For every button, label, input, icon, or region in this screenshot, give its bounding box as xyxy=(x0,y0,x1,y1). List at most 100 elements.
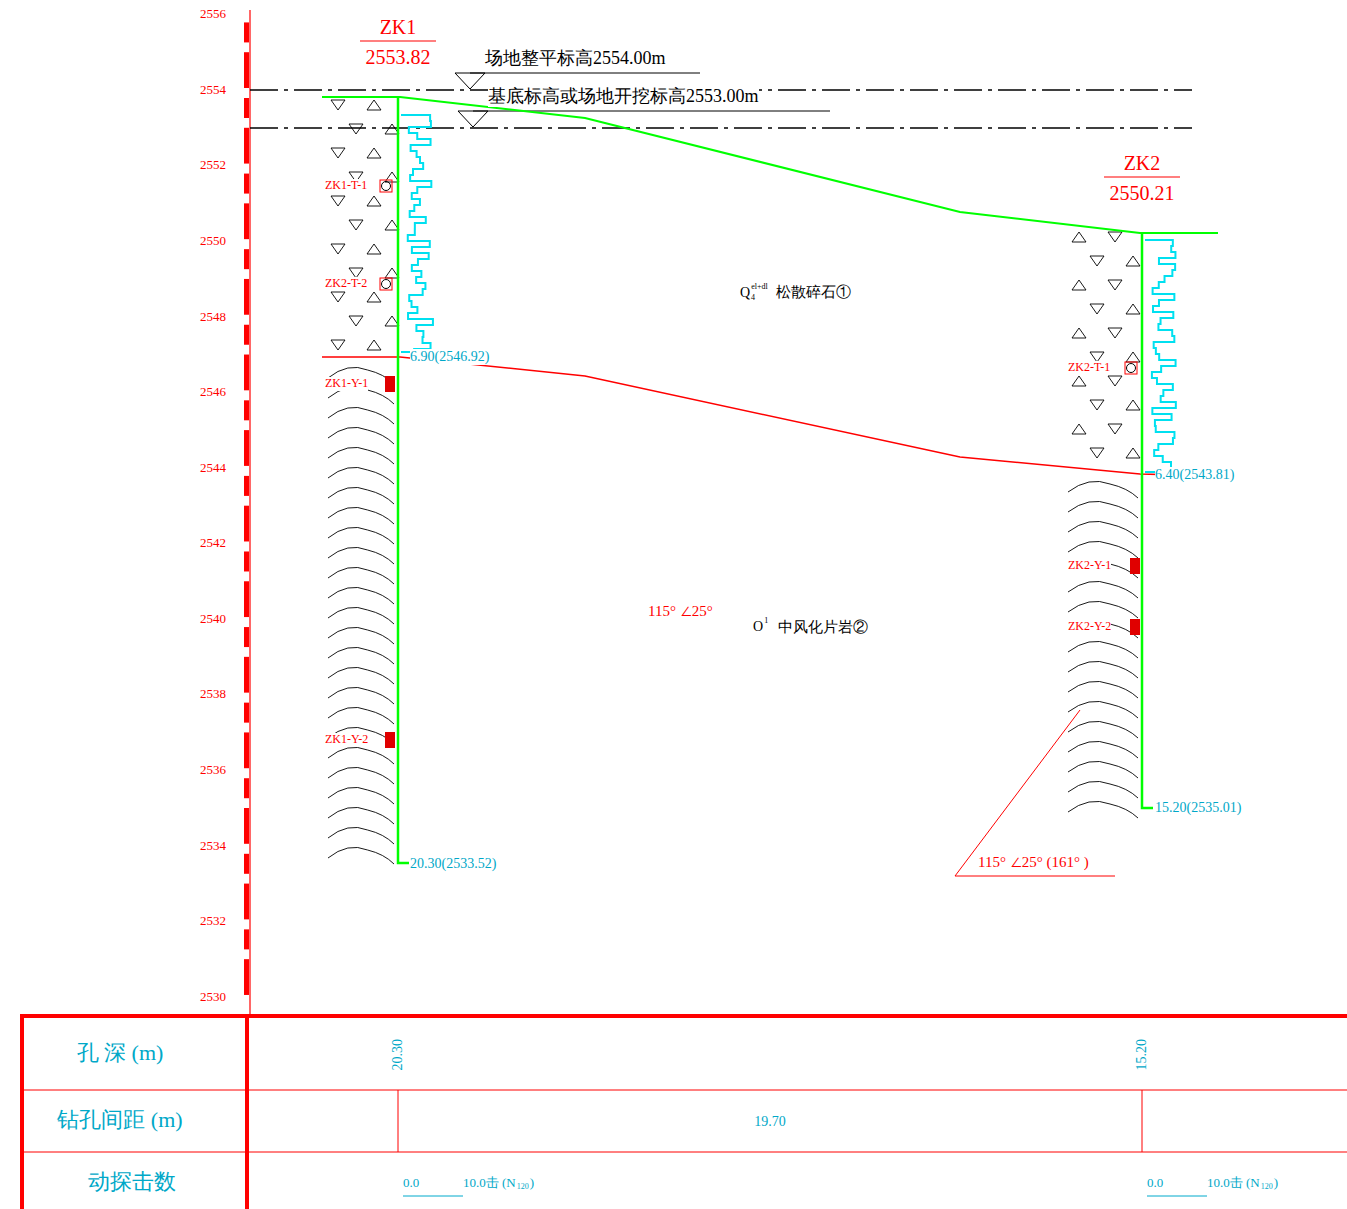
axis-bar xyxy=(244,174,249,194)
sample-id: ZK1-Y-1 xyxy=(325,377,368,390)
elevation-tick: 2556 xyxy=(200,7,226,21)
sample-id: ZK1-Y-2 xyxy=(325,733,368,746)
schist-symbol xyxy=(1068,641,1138,658)
elevation-tick: 2542 xyxy=(200,536,226,550)
scale-bar xyxy=(403,1196,463,1197)
lithology-column xyxy=(328,100,1140,864)
table-rule xyxy=(22,1152,1347,1153)
schist-symbol xyxy=(1068,541,1138,558)
scale-bar xyxy=(1147,1196,1207,1197)
borehole-zk1 xyxy=(398,97,409,863)
axis-bar xyxy=(244,506,249,542)
gravel-symbol xyxy=(367,340,381,350)
schist-symbol xyxy=(328,547,394,564)
axis-bar xyxy=(244,430,249,466)
gravel-symbol xyxy=(1108,424,1122,434)
stratum-code: O xyxy=(753,619,763,634)
schist-symbol xyxy=(328,747,394,764)
schist-symbol xyxy=(1068,661,1138,678)
ground-line xyxy=(322,97,1218,233)
schist-symbol xyxy=(328,407,394,424)
schist-symbol xyxy=(328,587,394,604)
depth-note: 15.20(2535.01) xyxy=(1155,800,1241,815)
elevation-axis xyxy=(244,22,249,995)
header-rule xyxy=(1104,176,1180,177)
layer-boundary xyxy=(322,357,1218,476)
sample-marker xyxy=(380,180,392,192)
scale-label: 0.0 xyxy=(1147,1176,1163,1190)
excavation-level-line xyxy=(250,127,1192,129)
elevation-tick: 2534 xyxy=(200,839,226,853)
schist-symbol xyxy=(328,667,394,684)
elevation-tick: 2544 xyxy=(200,461,226,475)
schist-symbol xyxy=(328,627,394,644)
gravel-symbol xyxy=(1072,328,1086,338)
depth-note: 6.90(2546.92) xyxy=(410,349,489,364)
gravel-symbol xyxy=(1090,256,1104,266)
axis-bar xyxy=(244,98,249,118)
schist-symbol xyxy=(1068,581,1138,598)
axis-bar xyxy=(244,808,249,844)
schist-symbol xyxy=(328,507,394,524)
gravel-symbol xyxy=(1126,400,1140,410)
level-triangle xyxy=(455,73,485,89)
gravel-symbol xyxy=(1108,280,1122,290)
sample-id: ZK2-T-2 xyxy=(325,277,367,290)
table-rule xyxy=(22,1090,1347,1091)
axis-bar xyxy=(244,52,249,88)
schist-symbol xyxy=(328,487,394,504)
axis-bar xyxy=(244,732,249,768)
scale-label: 0.0 xyxy=(403,1176,419,1190)
scale-label-sub: 120 xyxy=(1261,1183,1273,1192)
axis-bar xyxy=(244,778,249,798)
level-triangle xyxy=(458,111,488,127)
axis-bar xyxy=(244,203,249,239)
elevation-tick: 2546 xyxy=(200,385,226,399)
axis-bar xyxy=(244,854,249,874)
schist-symbol xyxy=(1068,601,1138,618)
table-rule xyxy=(398,1090,399,1152)
attitude-note: 115° ∠25° (161° ) xyxy=(978,854,1089,871)
table-border xyxy=(245,1016,249,1209)
schist-symbol xyxy=(328,447,394,464)
axis-bar xyxy=(244,279,249,315)
schist-symbol xyxy=(328,567,394,584)
axis-bar xyxy=(244,884,249,920)
gravel-symbol xyxy=(349,124,363,134)
table-cell: 19.70 xyxy=(754,1114,786,1129)
axis-bar xyxy=(244,476,249,496)
dip-symbol xyxy=(955,710,1115,876)
stratum-code: Q xyxy=(740,285,750,300)
gravel-symbol xyxy=(367,196,381,206)
gravel-symbol xyxy=(1126,352,1140,362)
borehole-elevation: 2550.21 xyxy=(1110,182,1175,204)
probe-curve xyxy=(1145,240,1176,472)
schist-symbol xyxy=(1068,721,1138,738)
stratum-code-sup: el+dl xyxy=(751,283,768,292)
rock-sample xyxy=(385,732,395,748)
elevation-tick: 2552 xyxy=(200,158,226,172)
schist-symbol xyxy=(1068,801,1138,818)
borehole-id: ZK2 xyxy=(1124,152,1161,174)
schist-symbol xyxy=(1068,621,1138,638)
schist-symbol xyxy=(328,427,394,444)
schist-symbol xyxy=(1068,701,1138,718)
gravel-symbol xyxy=(331,244,345,254)
level-note: 场地整平标高2554.00m xyxy=(485,49,666,69)
gravel-symbol xyxy=(349,220,363,230)
gravel-symbol xyxy=(367,100,381,110)
gravel-symbol xyxy=(1090,448,1104,458)
axis-bar xyxy=(244,581,249,617)
gravel-symbol xyxy=(331,148,345,158)
gravel-symbol xyxy=(1126,304,1140,314)
header-rule xyxy=(360,40,436,41)
table-header: 钻孔间距 (m) xyxy=(57,1108,182,1132)
elevation-tick: 2550 xyxy=(200,234,226,248)
table-border xyxy=(20,1014,1347,1018)
sample-id: ZK2-Y-1 xyxy=(1068,559,1111,572)
depth-note: 6.40(2543.81) xyxy=(1155,467,1234,482)
gravel-symbol xyxy=(1108,376,1122,386)
gravel-symbol xyxy=(331,100,345,110)
elevation-tick: 2540 xyxy=(200,612,226,626)
elevation-tick: 2548 xyxy=(200,310,226,324)
